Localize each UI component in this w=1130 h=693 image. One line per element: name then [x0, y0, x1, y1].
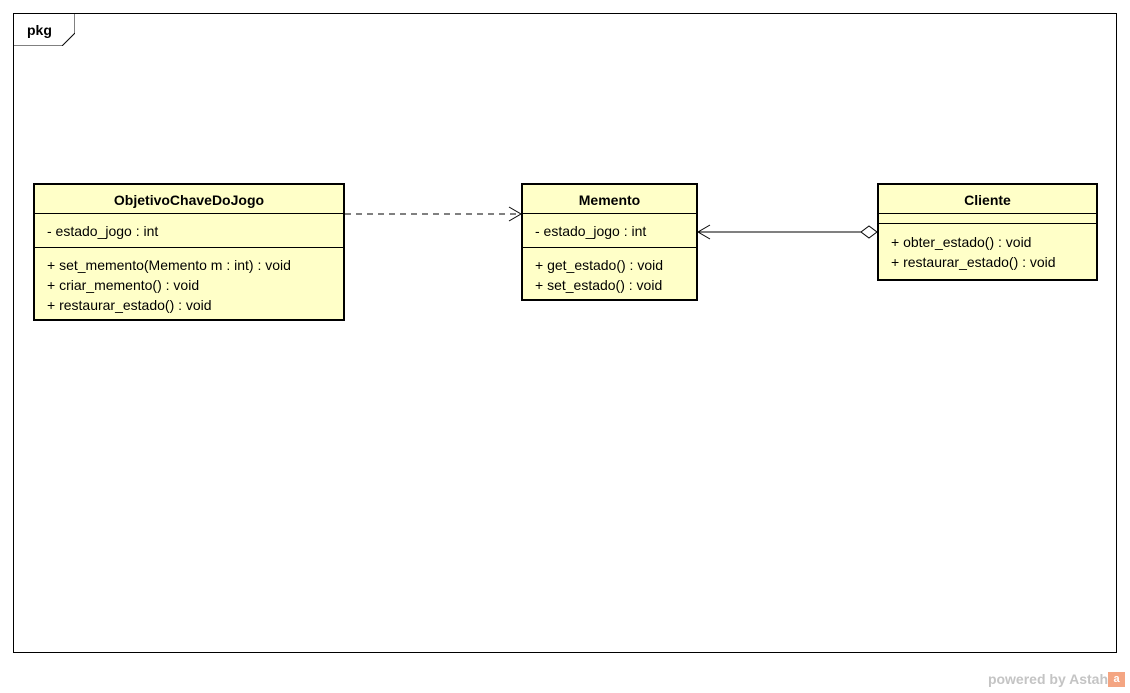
- operation: + get_estado() : void: [535, 257, 664, 273]
- operations-compartment: + set_memento(Memento m : int) : void + …: [35, 248, 343, 321]
- package-frame: [13, 13, 1117, 653]
- class-name: Memento: [523, 185, 696, 214]
- attributes-compartment: - estado_jogo : int: [35, 214, 343, 248]
- attribute: - estado_jogo : int: [47, 223, 159, 239]
- attributes-compartment: - estado_jogo : int: [523, 214, 696, 248]
- operations-compartment: + obter_estado() : void + restaurar_esta…: [879, 224, 1096, 278]
- operation: + restaurar_estado() : void: [47, 297, 212, 313]
- package-label: pkg: [27, 22, 52, 38]
- class-memento[interactable]: Memento - estado_jogo : int + get_estado…: [521, 183, 698, 301]
- operation: + restaurar_estado() : void: [891, 254, 1056, 270]
- operations-compartment: + get_estado() : void + set_estado() : v…: [523, 248, 696, 301]
- operation: + set_memento(Memento m : int) : void: [47, 257, 291, 273]
- class-cliente[interactable]: Cliente + obter_estado() : void + restau…: [877, 183, 1098, 281]
- powered-by-text: powered by Astah: [987, 671, 1108, 687]
- package-tab: [13, 13, 75, 46]
- class-name: Cliente: [879, 185, 1096, 214]
- operation: + set_estado() : void: [535, 277, 663, 293]
- operation: + criar_memento() : void: [47, 277, 200, 293]
- aggregation-arrowhead: [697, 224, 711, 240]
- class-name: ObjetivoChaveDoJogo: [35, 185, 343, 214]
- operation: + obter_estado() : void: [891, 234, 1032, 250]
- attribute: - estado_jogo : int: [535, 223, 647, 239]
- class-objetivo-chave-do-jogo[interactable]: ObjetivoChaveDoJogo - estado_jogo : int …: [33, 183, 345, 321]
- astah-logo-icon: a: [1108, 672, 1125, 687]
- attributes-compartment: [879, 214, 1096, 224]
- aggregation-diamond: [860, 225, 878, 239]
